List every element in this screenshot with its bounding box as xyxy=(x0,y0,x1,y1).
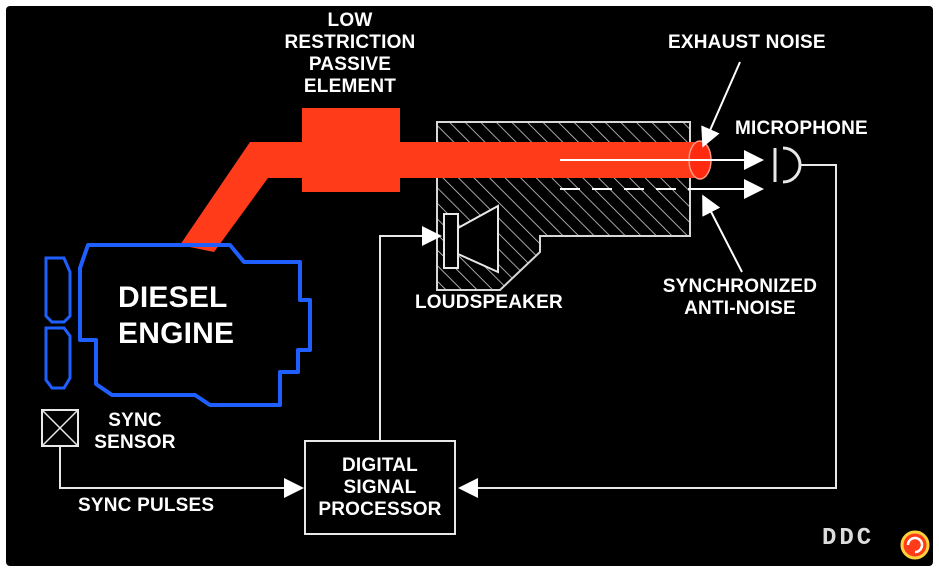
signal-wiring xyxy=(59,164,837,498)
pointer-lines xyxy=(701,61,743,273)
dsp-line-2: SIGNAL xyxy=(343,476,417,498)
sync-pulses-label: SYNC PULSES xyxy=(78,495,215,516)
ddc-logo-emblem xyxy=(900,530,930,560)
anti-noise-line-2: ANTI-NOISE xyxy=(684,298,796,319)
passive-element-line-1: LOW xyxy=(327,10,373,31)
exhaust-noise-label: EXHAUST NOISE xyxy=(668,32,826,53)
dsp-line-3: PROCESSOR xyxy=(318,498,442,520)
passive-element-label: LOW RESTRICTION PASSIVE ELEMENT xyxy=(280,10,420,98)
microphone-icon xyxy=(773,146,802,184)
dsp-line-1: DIGITAL xyxy=(342,454,418,476)
exhaust-flow-arrows xyxy=(560,150,764,199)
sync-sensor-label: SYNC SENSOR xyxy=(90,410,180,454)
engine-label-line-1: DIESEL xyxy=(118,281,228,314)
anti-noise-line-1: SYNCHRONIZED xyxy=(662,276,818,297)
passive-element-line-4: ELEMENT xyxy=(303,76,397,97)
anti-noise-label: SYNCHRONIZED ANTI-NOISE xyxy=(640,276,840,320)
sync-sensor-icon xyxy=(41,409,79,447)
passive-element-line-3: PASSIVE xyxy=(308,54,392,75)
ddc-logo-text: DDC xyxy=(822,525,875,552)
diesel-engine-label: DIESEL ENGINE xyxy=(118,280,258,352)
sync-sensor-line-1: SYNC xyxy=(108,410,162,431)
digital-signal-processor: DIGITAL SIGNAL PROCESSOR xyxy=(304,440,456,535)
diesel-engine-icon xyxy=(44,243,312,407)
loudspeaker-label: LOUDSPEAKER xyxy=(415,292,563,313)
microphone-label: MICROPHONE xyxy=(735,118,868,139)
passive-element-line-2: RESTRICTION xyxy=(284,32,416,53)
loudspeaker-icon xyxy=(443,204,499,274)
engine-label-line-2: ENGINE xyxy=(118,317,235,350)
sync-sensor-line-2: SENSOR xyxy=(94,432,176,453)
